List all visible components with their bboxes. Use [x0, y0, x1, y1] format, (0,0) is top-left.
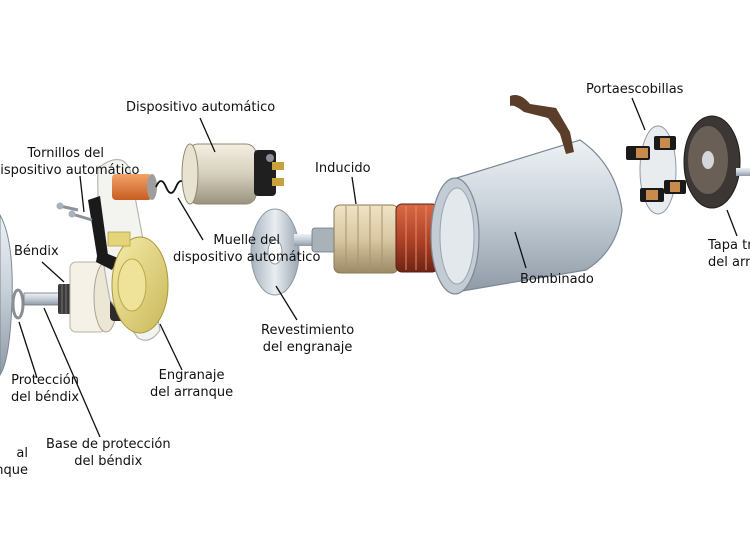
label-dispositivo-automatico: Dispositivo automático	[126, 100, 276, 115]
fork-lever	[88, 196, 118, 270]
label-muelle: Muelle del dispositivo automático	[173, 233, 321, 265]
label-proteccion: Protección del béndix	[11, 373, 80, 405]
brush-holder	[626, 125, 686, 215]
label-base-proteccion: Base de protección del béndix	[46, 437, 171, 469]
armature	[294, 203, 466, 274]
label-bombinado: Bombinado	[520, 272, 594, 287]
label-revestimiento: Revestimiento del engranaje	[261, 323, 355, 355]
solenoid-screws	[56, 202, 93, 222]
gear-cover-disk	[250, 208, 300, 296]
solenoid	[181, 143, 284, 205]
front-cover	[0, 213, 13, 376]
label-engranaje: Engranaje del arranque	[150, 368, 234, 400]
starter-gear-housing	[107, 231, 169, 334]
label-tapa: Tapa tr del arra	[708, 238, 750, 270]
yoke-housing	[430, 95, 623, 295]
label-tornillos: Tornillos del dispositivo automático	[0, 146, 140, 178]
bendix-protection-ring	[11, 288, 25, 320]
label-tapa-izquierda: al anque	[0, 446, 28, 478]
solenoid-plunger	[112, 174, 157, 200]
label-portaescobillas: Portaescobillas	[586, 82, 684, 97]
rear-end-cover	[683, 115, 750, 209]
leader-lines	[18, 97, 738, 438]
label-bendix: Béndix	[14, 244, 59, 259]
label-inducido: Inducido	[315, 161, 371, 176]
